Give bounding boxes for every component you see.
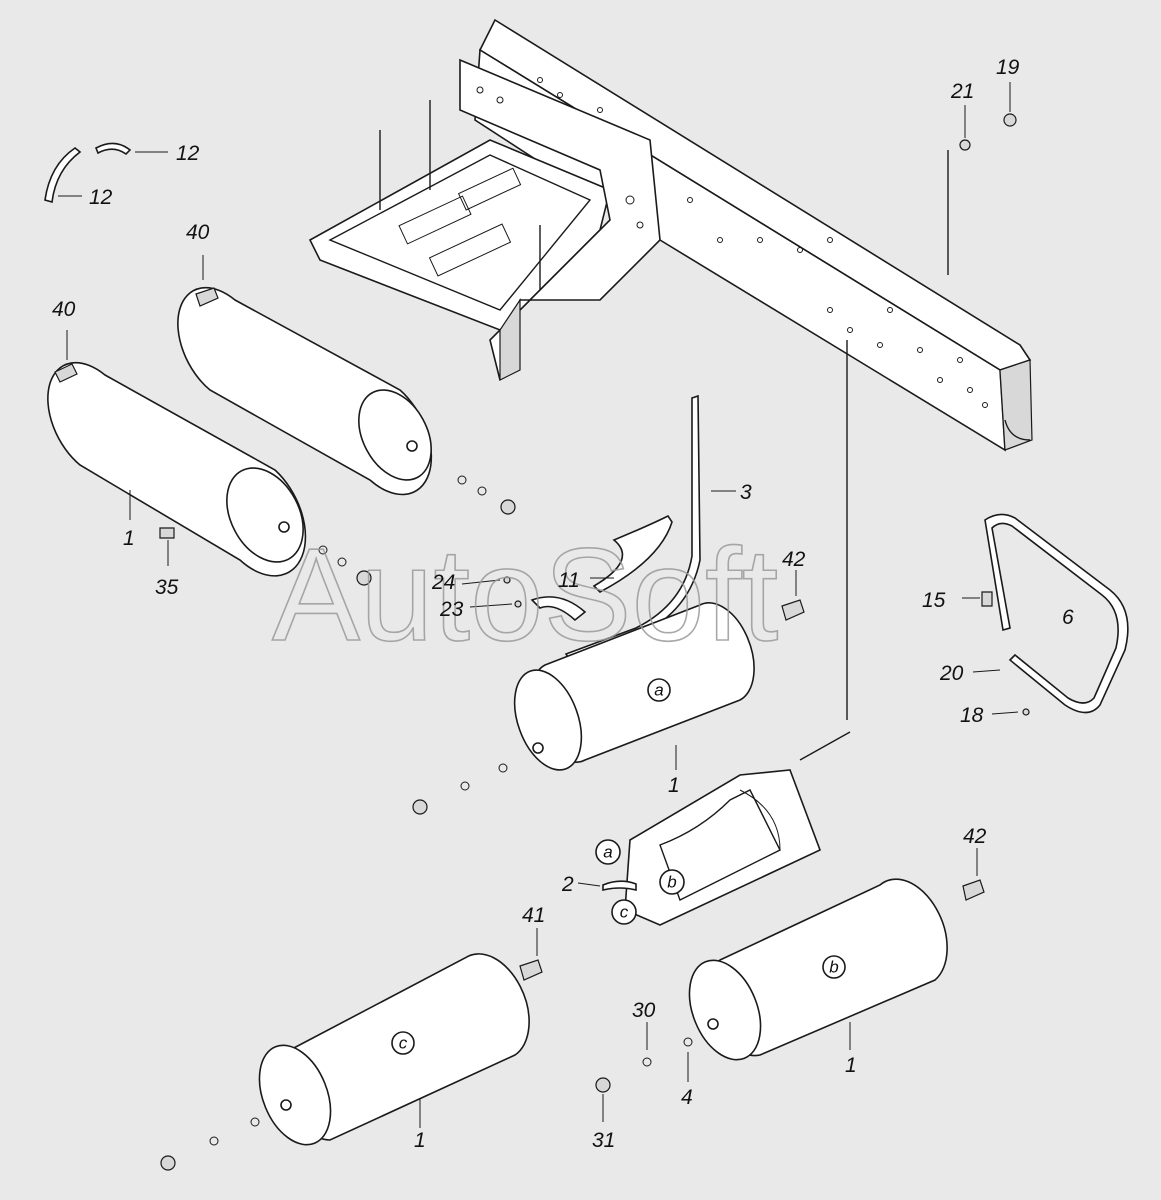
detail-12 [44,142,168,204]
callout-40: 40 [186,221,210,244]
tank-c [160,953,530,1171]
callout-11: 11 [558,569,580,592]
callout-24: 24 [431,571,455,594]
fitting-40-left [54,330,78,383]
callout-2: 2 [561,873,574,896]
callout-31: 31 [592,1129,615,1152]
cradle-bracket-2 [595,769,822,926]
callout-1: 1 [123,527,135,550]
letter-b: b [829,958,838,977]
callout-3: 3 [740,481,752,504]
callout-19: 19 [996,56,1020,79]
letter-b: b [667,873,676,892]
letter-c: c [620,903,629,922]
callout-23: 23 [439,598,464,621]
callout-6: 6 [1062,606,1074,629]
callout-42: 42 [963,825,987,848]
tank-a [412,602,755,815]
callout-labels: 12 12 40 40 1 35 3 11 24 23 42 19 21 15 … [52,56,1074,1152]
watermark: AutoSoft [272,521,778,668]
callout-35: 35 [155,576,179,599]
letter-a: a [603,843,612,862]
callout-30: 30 [632,999,656,1022]
callout-40: 40 [52,298,76,321]
callout-18: 18 [960,704,984,727]
fitting-40-upper [195,255,219,307]
callout-12: 12 [176,142,200,165]
callout-1: 1 [845,1054,857,1077]
leader-lines [129,490,1019,1128]
tank-upper-rear [177,286,516,515]
callout-4: 4 [681,1086,693,1109]
letter-c: c [399,1034,408,1053]
bracket-3 [503,394,736,661]
loose-parts-30-31 [595,1022,689,1122]
tank-upper-front [47,361,372,586]
letter-a: a [654,681,663,700]
fasteners-19-21 [947,82,1017,275]
fitting-42-upper [781,570,805,621]
strap-6 [962,513,1129,716]
callout-41: 41 [522,904,545,927]
battery-tray-bracket [308,58,661,381]
callout-1: 1 [668,774,680,797]
callout-15: 15 [922,589,946,612]
fitting-41 [519,928,543,981]
circled-letters: a a b c b c [399,681,839,1053]
callout-21: 21 [950,80,974,103]
fitting-42-lower [962,848,985,901]
callout-1: 1 [414,1129,426,1152]
leader-line-2 [799,731,851,761]
callout-12: 12 [89,186,113,209]
callout-42: 42 [782,548,806,571]
tank-b [683,878,948,1061]
callout-20: 20 [939,662,964,685]
